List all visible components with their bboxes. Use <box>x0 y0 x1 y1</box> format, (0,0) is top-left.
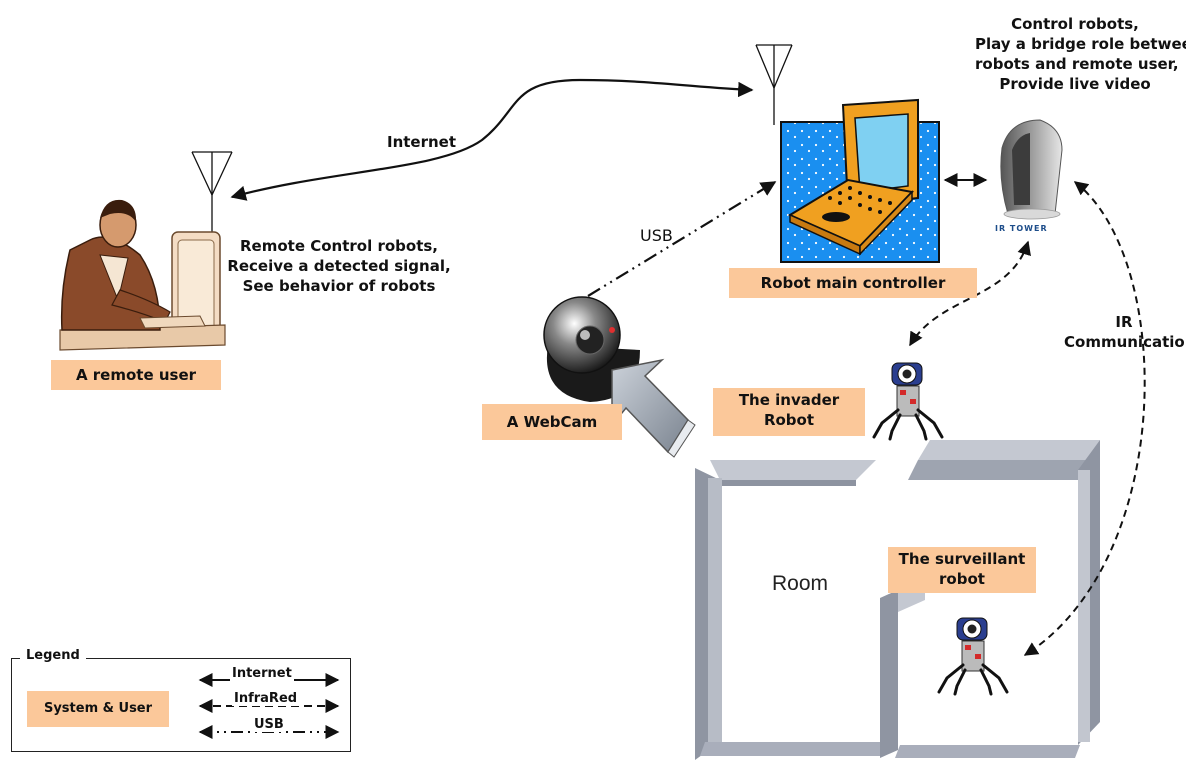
ir-edge-label-line1: IR <box>1115 313 1133 331</box>
ir-edge-label-line2: Communication <box>1064 333 1186 351</box>
ir-tower-label: IR TOWER <box>995 224 1048 233</box>
user-role-line: Remote Control robots, <box>240 237 438 255</box>
controller-role-line: Provide live video <box>999 75 1151 93</box>
ir-tower-icon <box>1000 119 1063 220</box>
antenna-controller-icon <box>755 44 793 125</box>
controller-role-line: robots and remote user, <box>975 55 1179 73</box>
user-role-line: Receive a detected signal, <box>227 257 451 275</box>
legend-swatch: System & User <box>27 691 169 727</box>
controller-roles: Control robots, Play a bridge role betwe… <box>975 14 1186 94</box>
legend-box <box>11 658 351 752</box>
invader-robot-label: The invader Robot <box>713 388 865 436</box>
antenna-user-icon <box>191 151 233 235</box>
invader-label-line1: The invader <box>738 391 840 409</box>
surveillant-robot-icon <box>937 617 1009 696</box>
webcam-label: A WebCam <box>482 404 622 440</box>
remote-user-label: A remote user <box>51 360 221 390</box>
legend-item-infrared: InfraRed <box>232 691 300 706</box>
controller-role-line: Control robots, <box>1011 15 1139 33</box>
controller-label: Robot main controller <box>729 268 977 298</box>
pointer-arrow-icon <box>611 358 696 458</box>
invader-label-line2: Robot <box>763 411 815 429</box>
invader-robot-icon <box>872 362 944 441</box>
legend-item-internet: Internet <box>230 666 294 681</box>
legend-title: Legend <box>20 648 86 663</box>
internet-edge-label: Internet <box>387 133 457 151</box>
internet-link <box>230 78 754 201</box>
ir-edge-label: IR Communication <box>1064 312 1186 352</box>
controller-role-line: Play a bridge role between <box>975 35 1186 53</box>
surveillant-label-line2: robot <box>939 570 985 588</box>
legend-item-usb: USB <box>252 717 286 732</box>
usb-link <box>587 181 777 297</box>
room-walls <box>695 440 1100 760</box>
surveillant-robot-label: The surveillant robot <box>888 547 1036 593</box>
surveillant-label-line1: The surveillant <box>898 550 1026 568</box>
user-role-line: See behavior of robots <box>242 277 436 295</box>
user-roles: Remote Control robots, Receive a detecte… <box>210 236 468 296</box>
room-label: Room <box>772 572 829 595</box>
controller-laptop-icon <box>780 98 940 263</box>
remote-user-icon <box>59 199 226 351</box>
usb-edge-label: USB <box>640 226 673 245</box>
